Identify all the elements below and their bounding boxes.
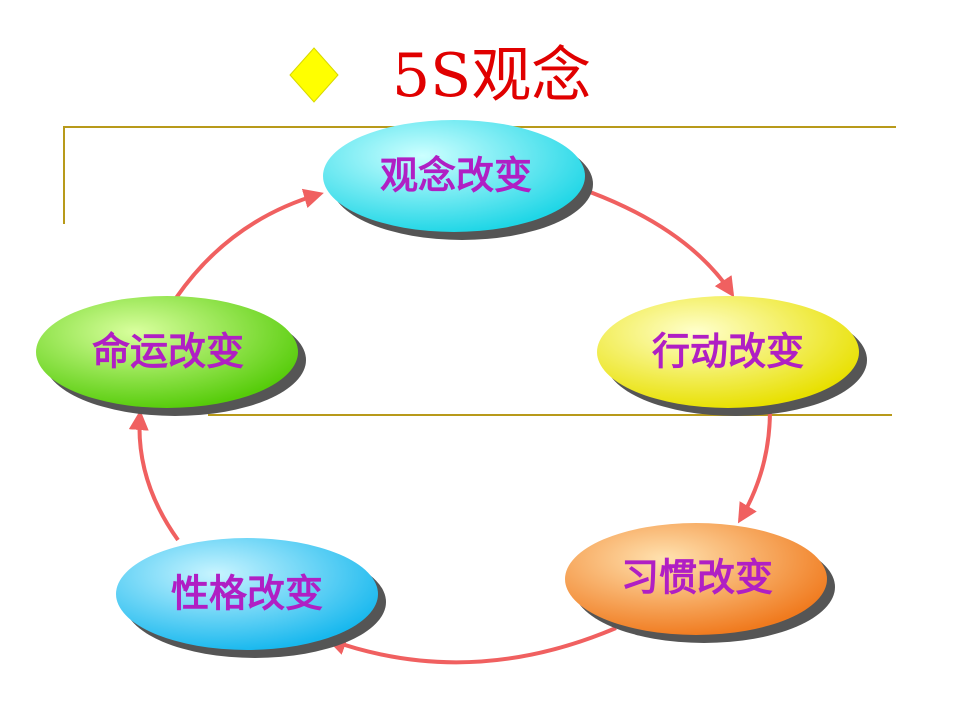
arrow-action-to-habit [737, 409, 772, 524]
node-character: 性格改变 [116, 538, 386, 658]
node-label-habit: 习惯改变 [621, 556, 773, 600]
arrow-concept-to-action [589, 190, 735, 298]
node-action: 行动改变 [597, 296, 867, 416]
node-habit: 习惯改变 [565, 523, 835, 643]
node-concept: 观念改变 [323, 120, 593, 240]
node-label-concept: 观念改变 [380, 154, 532, 198]
node-label-destiny: 命运改变 [92, 330, 244, 374]
arrow-character-to-destiny [128, 410, 180, 542]
node-destiny: 命运改变 [36, 296, 306, 416]
node-label-action: 行动改变 [652, 330, 804, 374]
left-divider [63, 126, 65, 224]
diamond-bullet-icon [289, 47, 339, 103]
arrow-habit-to-character [326, 626, 617, 665]
arrow-destiny-to-concept [174, 188, 324, 300]
middle-divider [208, 414, 892, 416]
slide-title: 5S观念 [392, 41, 592, 111]
node-label-character: 性格改变 [171, 572, 323, 616]
